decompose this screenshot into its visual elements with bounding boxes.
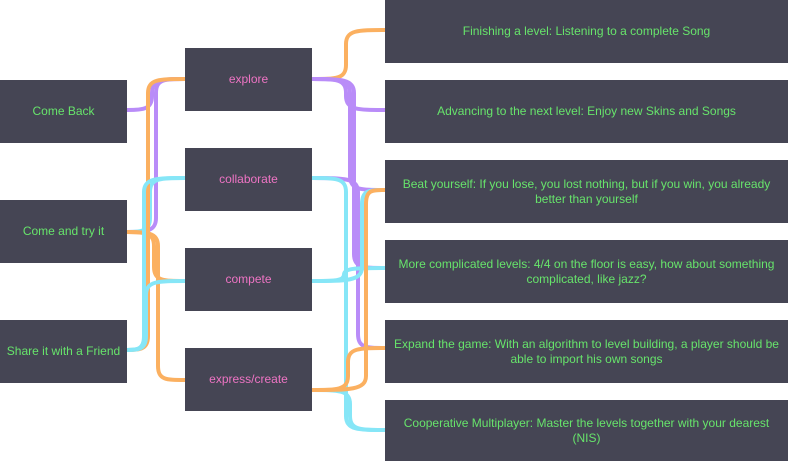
edge-express-g5 bbox=[310, 346, 387, 392]
node-label: express/create bbox=[209, 372, 288, 386]
goal-node-complicated-levels[interactable]: More complicated levels: 4/4 on the floo… bbox=[385, 240, 788, 303]
activity-node-explore[interactable]: explore bbox=[185, 48, 312, 111]
edge-explore-g3 bbox=[310, 77, 387, 192]
edge-explore-g1 bbox=[310, 28, 387, 81]
node-label: Finishing a level: Listening to a comple… bbox=[462, 24, 711, 38]
edge-collaborate-g5 bbox=[310, 176, 387, 350]
node-label: Come Back bbox=[32, 104, 95, 118]
activity-node-express-create[interactable]: express/create bbox=[185, 348, 312, 411]
goal-node-finishing-level[interactable]: Finishing a level: Listening to a comple… bbox=[385, 0, 788, 63]
edge-compete-g4 bbox=[310, 266, 387, 283]
edge-collaborate-g6 bbox=[310, 176, 387, 432]
node-label: collaborate bbox=[219, 172, 278, 186]
goal-node-advancing-level[interactable]: Advancing to the next level: Enjoy new S… bbox=[385, 80, 788, 143]
node-label: More complicated levels: 4/4 on the floo… bbox=[398, 256, 775, 286]
node-label: compete bbox=[225, 272, 272, 286]
node-label: Beat yourself: If you lose, you lost not… bbox=[402, 176, 771, 206]
edge-share-compete bbox=[120, 279, 187, 352]
goal-node-expand-game[interactable]: Expand the game: With an algorithm to le… bbox=[385, 320, 788, 383]
motivation-node-share[interactable]: Share it with a Friend bbox=[0, 320, 127, 383]
edge-share-explore bbox=[120, 77, 187, 352]
edge-come-try-explore bbox=[120, 77, 187, 234]
node-label: Cooperative Multiplayer: Master the leve… bbox=[403, 415, 770, 445]
activity-node-compete[interactable]: compete bbox=[185, 248, 312, 311]
node-label: explore bbox=[228, 72, 269, 86]
node-label: Share it with a Friend bbox=[6, 344, 121, 358]
edge-express-g3 bbox=[310, 188, 387, 392]
edge-come-try-express bbox=[120, 230, 187, 382]
activity-node-collaborate[interactable]: collaborate bbox=[185, 148, 312, 211]
node-label: Expand the game: With an algorithm to le… bbox=[394, 336, 779, 366]
motivation-node-come-and-try[interactable]: Come and try it bbox=[0, 200, 127, 263]
node-label: Come and try it bbox=[22, 224, 105, 238]
motivation-node-come-back[interactable]: Come Back bbox=[0, 80, 127, 143]
goal-node-cooperative-multiplayer[interactable]: Cooperative Multiplayer: Master the leve… bbox=[385, 400, 788, 461]
goal-node-beat-yourself[interactable]: Beat yourself: If you lose, you lost not… bbox=[385, 160, 788, 223]
edge-come-try-compete bbox=[120, 230, 187, 283]
node-label: Advancing to the next level: Enjoy new S… bbox=[437, 104, 736, 118]
